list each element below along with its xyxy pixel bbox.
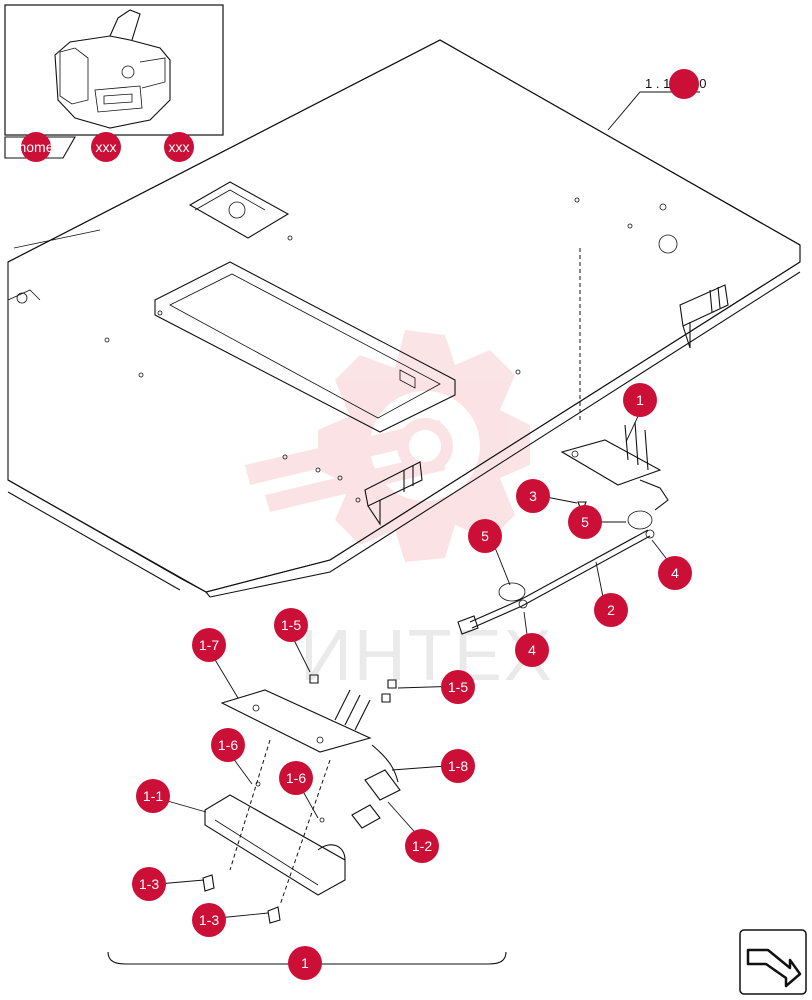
svg-text:1-8: 1-8 — [448, 758, 468, 774]
callout-1-3-lower[interactable]: 1-3 — [192, 903, 226, 937]
thumbnail-inset: home xxx xxx — [4, 4, 224, 162]
svg-text:xxx: xxx — [96, 139, 117, 155]
callout-1-7[interactable]: 1-7 — [192, 628, 226, 662]
svg-text:1-2: 1-2 — [412, 838, 432, 854]
lower-lamp-assembly — [202, 674, 401, 924]
svg-text:1-5: 1-5 — [281, 617, 301, 633]
svg-text:1-5: 1-5 — [448, 679, 468, 695]
callout-1-2[interactable]: 1-2 — [405, 829, 439, 863]
callout-1-3-upper[interactable]: 1-3 — [132, 867, 166, 901]
callout-1-bottom[interactable]: 1 — [288, 946, 322, 980]
svg-text:5: 5 — [481, 528, 489, 544]
callout-1-upper[interactable]: 1 — [623, 383, 657, 417]
callout-5-left[interactable]: 5 — [468, 519, 502, 553]
svg-text:1: 1 — [636, 392, 644, 408]
svg-text:home: home — [18, 139, 53, 155]
svg-text:1-6: 1-6 — [218, 737, 238, 753]
callout-1-6-right[interactable]: 1-6 — [279, 761, 313, 795]
svg-text:xxx: xxx — [169, 139, 190, 155]
svg-text:1-3: 1-3 — [139, 876, 159, 892]
svg-text:4: 4 — [671, 565, 679, 581]
callout-1-8[interactable]: 1-8 — [441, 749, 475, 783]
reference-callout[interactable] — [669, 69, 699, 99]
callout-2[interactable]: 2 — [594, 593, 628, 627]
upper-lamp-assembly — [457, 248, 669, 635]
return-arrow-icon[interactable] — [739, 929, 807, 995]
svg-text:1-7: 1-7 — [199, 637, 219, 653]
svg-text:1-6: 1-6 — [286, 770, 306, 786]
tab-home[interactable]: home — [18, 132, 54, 162]
svg-text:3: 3 — [529, 488, 537, 504]
callout-4-right[interactable]: 4 — [658, 556, 692, 590]
svg-text:1: 1 — [301, 955, 309, 971]
callout-1-1[interactable]: 1-1 — [136, 779, 170, 813]
watermark-text: ИНТЕХ — [300, 616, 554, 696]
callout-5-right[interactable]: 5 — [568, 505, 602, 539]
svg-text:4: 4 — [528, 642, 536, 658]
callout-1-5-upper[interactable]: 1-5 — [274, 608, 308, 642]
tab-xxx-1[interactable]: xxx — [91, 132, 121, 162]
svg-text:1-1: 1-1 — [143, 788, 163, 804]
svg-text:1-3: 1-3 — [199, 912, 219, 928]
callout-4-left[interactable]: 4 — [515, 633, 549, 667]
roof-panel — [7, 39, 801, 598]
svg-text:2: 2 — [607, 602, 615, 618]
callout-1-5-right[interactable]: 1-5 — [441, 670, 475, 704]
svg-text:5: 5 — [581, 514, 589, 530]
callout-3[interactable]: 3 — [516, 479, 550, 513]
tab-xxx-2[interactable]: xxx — [164, 132, 194, 162]
callout-1-6-left[interactable]: 1-6 — [211, 728, 245, 762]
excavator-thumbnail-image — [54, 9, 171, 129]
